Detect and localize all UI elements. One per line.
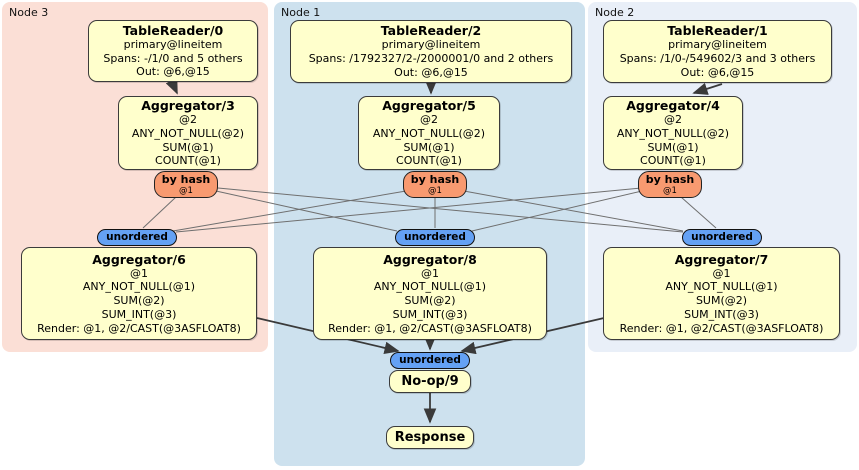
by-hash-sub: @1 [663, 185, 677, 196]
box-line: @1 [712, 266, 731, 280]
box-line: @2 [664, 112, 682, 126]
box-line: SUM_INT(@3) [392, 307, 468, 321]
box-line: ANY_NOT_NULL(@2) [372, 126, 486, 140]
by-hash-label: by hash [645, 172, 695, 186]
box-title: TableReader/2 [380, 23, 482, 39]
aggregator-5-box: Aggregator/5 @2 ANY_NOT_NULL(@2) SUM(@1)… [358, 96, 500, 170]
box-title: Aggregator/4 [626, 97, 720, 113]
hash-to-unordered-edges [142, 187, 717, 233]
box-line: @2 [420, 112, 438, 126]
box-line: SUM(@1) [403, 140, 455, 154]
aggregator-7-box: Aggregator/7 @1 ANY_NOT_NULL(@1) SUM(@2)… [603, 247, 840, 340]
box-line: Out: @6,@15 [136, 65, 210, 79]
by-hash-router-middle: by hash @1 [403, 171, 467, 198]
box-line: SUM(@1) [162, 140, 214, 154]
box-line: ANY_NOT_NULL(@1) [665, 280, 778, 294]
box-line: @2 [179, 112, 197, 126]
by-hash-sub: @1 [428, 185, 442, 196]
aggregator-3-box: Aggregator/3 @2 ANY_NOT_NULL(@2) SUM(@1)… [118, 96, 258, 170]
box-line: Out: @6,@15 [680, 65, 755, 79]
box-title: Aggregator/7 [674, 251, 769, 267]
box-line: COUNT(@1) [396, 154, 462, 168]
unordered-label: unordered [691, 231, 753, 243]
box-line: Spans: /1792327/2-/2000001/0 and 2 other… [308, 52, 554, 66]
node3-label: Node 3 [9, 6, 49, 19]
unordered-label: unordered [106, 231, 168, 243]
unordered-stream-final: unordered [390, 352, 470, 369]
by-hash-label: by hash [161, 172, 211, 186]
noop-box: No-op/9 [389, 370, 471, 393]
by-hash-label: by hash [410, 172, 460, 186]
unordered-label: unordered [404, 231, 466, 243]
box-line: primary@lineitem [123, 37, 223, 51]
tablereader-2-box: TableReader/2 primary@lineitem Spans: /1… [290, 20, 572, 83]
unordered-stream-left: unordered [97, 229, 177, 246]
box-line: ANY_NOT_NULL(@2) [131, 126, 245, 140]
box-line: SUM(@1) [647, 140, 699, 154]
box-title: TableReader/1 [667, 23, 768, 39]
tablereader-1-box: TableReader/1 primary@lineitem Spans: /1… [603, 20, 832, 83]
by-hash-router-right: by hash @1 [638, 171, 702, 198]
box-line: SUM_INT(@3) [101, 307, 177, 321]
response-box: Response [386, 426, 474, 449]
box-line: ANY_NOT_NULL(@1) [82, 280, 196, 294]
node2-label: Node 2 [595, 6, 635, 19]
unordered-stream-middle: unordered [395, 229, 475, 246]
box-line: SUM(@2) [695, 294, 748, 308]
tablereader-0-box: TableReader/0 primary@lineitem Spans: -/… [88, 20, 258, 82]
box-title: Aggregator/3 [141, 97, 235, 113]
box-line: primary@lineitem [668, 38, 767, 52]
box-line: @1 [421, 266, 439, 280]
box-line: Spans: -/1/0 and 5 others [103, 51, 243, 65]
box-line: @1 [130, 266, 148, 280]
box-line: Render: @1, @2/CAST(@3ASFLOAT8) [37, 321, 241, 335]
box-title: Aggregator/5 [382, 97, 476, 113]
by-hash-sub: @1 [179, 185, 193, 196]
box-line: Spans: /1/0-/549602/3 and 3 others [619, 52, 816, 66]
box-line: SUM(@2) [113, 294, 165, 308]
aggregator-8-box: Aggregator/8 @1 ANY_NOT_NULL(@1) SUM(@2)… [313, 247, 547, 340]
box-line: Render: @1, @2/CAST(@3ASFLOAT8) [328, 321, 532, 335]
box-line: primary@lineitem [381, 38, 481, 52]
box-line: Out: @6,@15 [394, 65, 468, 79]
aggregator-4-box: Aggregator/4 @2 ANY_NOT_NULL(@2) SUM(@1)… [603, 96, 743, 170]
box-title: Aggregator/8 [383, 251, 477, 267]
aggregator-6-box: Aggregator/6 @1 ANY_NOT_NULL(@1) SUM(@2)… [21, 247, 257, 340]
box-line: ANY_NOT_NULL(@1) [373, 280, 487, 294]
box-line: SUM(@2) [404, 294, 456, 308]
box-title: No-op/9 [401, 374, 459, 389]
node1-label: Node 1 [281, 6, 321, 19]
box-line: COUNT(@1) [155, 154, 221, 168]
box-line: COUNT(@1) [640, 154, 706, 168]
box-line: Render: @1, @2/CAST(@3ASFLOAT8) [619, 321, 824, 335]
unordered-stream-right: unordered [682, 229, 762, 246]
by-hash-router-left: by hash @1 [154, 171, 218, 198]
box-title: TableReader/0 [122, 22, 224, 38]
unordered-label: unordered [399, 354, 461, 366]
box-title: Aggregator/6 [92, 251, 186, 267]
box-line: ANY_NOT_NULL(@2) [616, 126, 730, 140]
box-title: Response [394, 430, 466, 445]
box-line: SUM_INT(@3) [684, 307, 759, 321]
